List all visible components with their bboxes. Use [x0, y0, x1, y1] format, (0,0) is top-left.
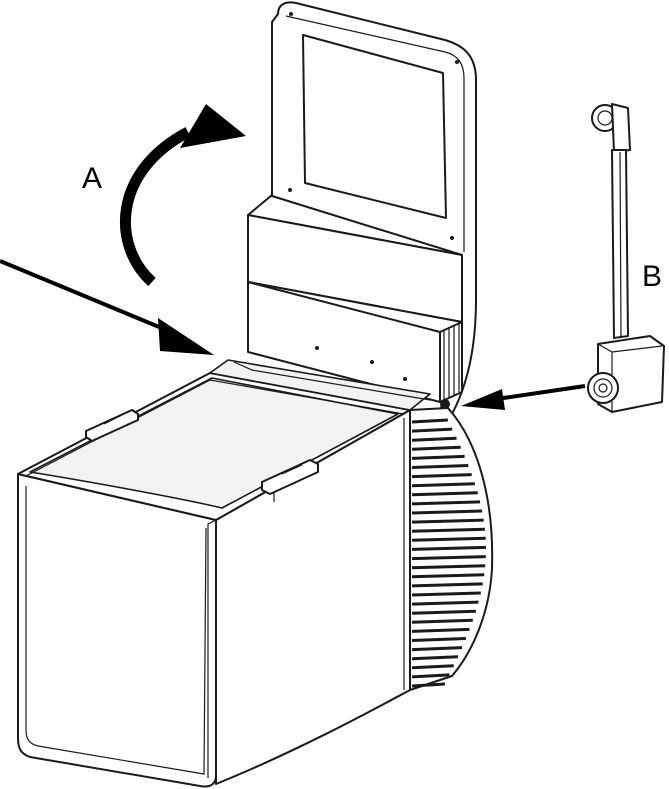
grille-rib — [411, 637, 466, 642]
grille-rib — [411, 564, 486, 570]
grille-rib — [411, 445, 461, 451]
grille-rib — [411, 609, 476, 615]
pump-part-b — [587, 103, 665, 413]
grille-rib — [411, 509, 483, 515]
grille-rib — [411, 673, 450, 679]
grille-rib — [411, 646, 463, 652]
hinge-pointer-arrow — [461, 384, 586, 410]
open-lid — [247, 1, 477, 415]
grille-rib — [411, 682, 445, 688]
grille-rib — [411, 555, 486, 561]
grille-rib — [411, 454, 465, 460]
label-b: B — [642, 260, 662, 293]
grille-rib — [411, 491, 478, 497]
grille-rib — [411, 618, 473, 624]
grille-rib — [411, 627, 470, 633]
grille-rib — [411, 536, 486, 542]
grille-rib — [411, 600, 479, 606]
grille-rib — [411, 582, 483, 588]
grille-rib — [411, 527, 485, 533]
grille-rib — [411, 500, 481, 506]
grille-ribs — [411, 418, 487, 688]
rotation-arrow — [120, 104, 246, 287]
grille-rib — [411, 573, 485, 579]
grille-rib — [411, 545, 487, 551]
grille-rib — [411, 591, 481, 597]
grille-rib — [411, 655, 459, 661]
grille-rib — [411, 418, 448, 424]
grille-rib — [411, 518, 484, 524]
grille-rib — [411, 436, 457, 442]
grille-rib — [411, 664, 454, 670]
lid-pointer-arrow — [0, 259, 214, 355]
label-a: A — [82, 162, 102, 195]
grille-rib — [411, 464, 469, 469]
grille-rib — [411, 473, 472, 479]
grille-rib — [411, 427, 453, 433]
grille-rib — [411, 482, 475, 488]
base-unit — [17, 359, 494, 788]
